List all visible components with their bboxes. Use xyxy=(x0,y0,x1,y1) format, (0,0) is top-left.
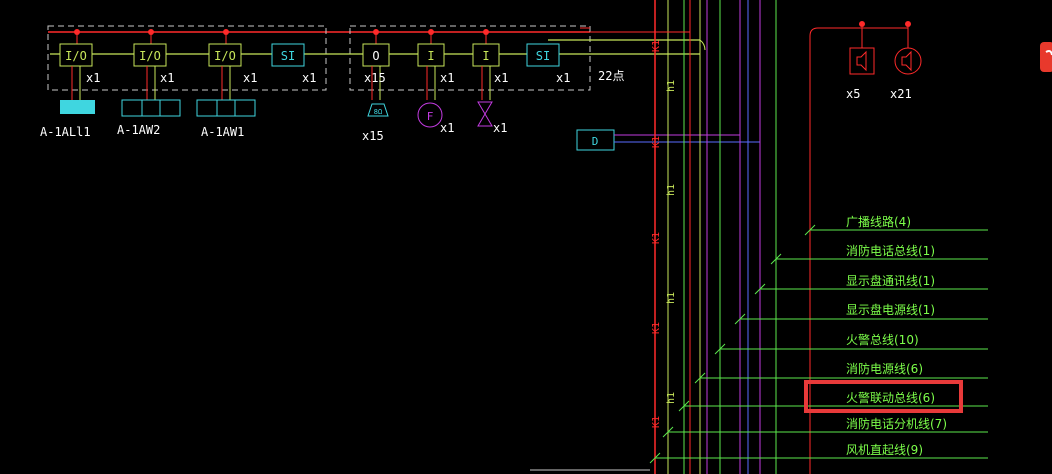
left-device-1-label: A-1ALl1 xyxy=(40,125,91,139)
bus-label: 显示盘通讯线(1) xyxy=(846,273,935,288)
left-module-1: I/O x1 xyxy=(59,29,100,100)
riser-tag: K1 xyxy=(651,40,662,52)
bus-line-phone-ext: 消防电话分机线(7) xyxy=(662,416,988,438)
riser-tag: K1 xyxy=(651,232,662,244)
left-device-2: A-1AW2 xyxy=(117,99,181,137)
riser-tags: K1 h1 K1 h1 K1 h1 K1 h1 K1 xyxy=(651,40,677,428)
bus-line-fire-power: 消防电源线(6) xyxy=(694,361,988,384)
left-module-3-label: I/O xyxy=(214,49,236,63)
right-module-4-mult: x1 xyxy=(556,71,570,85)
valve-icon: x1 xyxy=(477,101,507,135)
right-module-1-label: O xyxy=(372,49,379,63)
riser-tag: K1 xyxy=(651,322,662,334)
bus-label: 火警总线(10) xyxy=(846,332,919,347)
riser-cables xyxy=(530,0,777,474)
left-module-3-mult: x1 xyxy=(243,71,257,85)
left-module-2-label: I/O xyxy=(139,49,161,63)
bus-line-phone: 消防电话总线(1) xyxy=(770,243,988,265)
wall-speaker-icon: x21 xyxy=(890,47,922,101)
horn-strobe-mult: x15 xyxy=(362,129,384,143)
highlight-box xyxy=(804,380,963,413)
left-device-2-label: A-1AW2 xyxy=(117,123,160,137)
bus-label: 广播线路(4) xyxy=(846,214,911,229)
right-module-4-label: SI xyxy=(536,49,550,63)
riser-tag: h1 xyxy=(666,392,677,404)
ceiling-speaker-icon: x5 xyxy=(846,47,875,101)
speaker-feed xyxy=(809,21,911,474)
right-module-2-mult: x1 xyxy=(440,71,454,85)
bus-line-fire-alarm: 火警总线(10) xyxy=(714,332,988,355)
bus-line-display-comm: 显示盘通讯线(1) xyxy=(754,273,988,295)
flow-switch-mult: x1 xyxy=(440,121,454,135)
right-module-1-mult: x15 xyxy=(364,71,386,85)
flow-switch-letter: F xyxy=(427,110,434,123)
left-module-1-label: I/O xyxy=(65,49,87,63)
speaker-1-mult: x5 xyxy=(846,87,860,101)
riser-tag: K1 xyxy=(651,416,662,428)
riser-tag: K1 xyxy=(651,136,662,148)
left-module-3: I/O x1 xyxy=(208,29,257,100)
bus-line-linkage: 火警联动总线(6) xyxy=(678,390,988,412)
left-device-3: A-1AW1 xyxy=(196,99,256,139)
left-device-3-label: A-1AW1 xyxy=(201,125,244,139)
right-module-2-label: I xyxy=(427,49,434,63)
right-module-3-label: I xyxy=(482,49,489,63)
right-module-4: SI x1 xyxy=(526,43,570,85)
bus-label: 风机直起线(9) xyxy=(846,443,923,457)
edge-app-icon[interactable] xyxy=(1040,42,1052,72)
display-box: D xyxy=(576,125,760,151)
bus-label: 火警联动总线(6) xyxy=(846,390,935,405)
right-module-3: I x1 xyxy=(472,29,508,100)
left-module-4-label: SI xyxy=(281,49,295,63)
left-module-1-mult: x1 xyxy=(86,71,100,85)
bus-label: 显示盘电源线(1) xyxy=(846,302,935,317)
bus-line-fan-direct: 风机直起线(9) xyxy=(649,443,988,464)
bus-lines: 广播线路(4) 消防电话总线(1) 显示盘通讯线(1) 显示盘电源线(1) 火警… xyxy=(649,214,988,464)
left-module-2: I/O x1 xyxy=(133,29,174,100)
bus-label: 消防电话总线(1) xyxy=(846,243,935,258)
riser-tag: h1 xyxy=(666,80,677,92)
left-device-1: A-1ALl1 xyxy=(40,100,95,139)
bus-line-display-power: 显示盘电源线(1) xyxy=(734,302,988,325)
right-module-2: I x1 xyxy=(417,29,454,100)
bus-label: 消防电源线(6) xyxy=(846,361,923,376)
bus-line-broadcast: 广播线路(4) xyxy=(804,214,988,236)
left-module-4: SI x1 xyxy=(271,43,316,85)
right-module-1: O x15 xyxy=(362,29,390,100)
riser-tag: h1 xyxy=(666,184,677,196)
bus-label: 消防电话分机线(7) xyxy=(846,416,947,431)
left-module-2-mult: x1 xyxy=(160,71,174,85)
svg-text:8Ω: 8Ω xyxy=(374,108,382,116)
display-box-label: D xyxy=(592,135,599,148)
left-module-4-mult: x1 xyxy=(302,71,316,85)
speaker-2-mult: x21 xyxy=(890,87,912,101)
horn-strobe-icon: 8Ω x15 xyxy=(362,103,389,143)
points-label: 22点 xyxy=(598,69,624,83)
valve-mult: x1 xyxy=(493,121,507,135)
right-module-3-mult: x1 xyxy=(494,71,508,85)
flow-switch-icon: F x1 xyxy=(417,102,454,135)
riser-tag: h1 xyxy=(666,292,677,304)
